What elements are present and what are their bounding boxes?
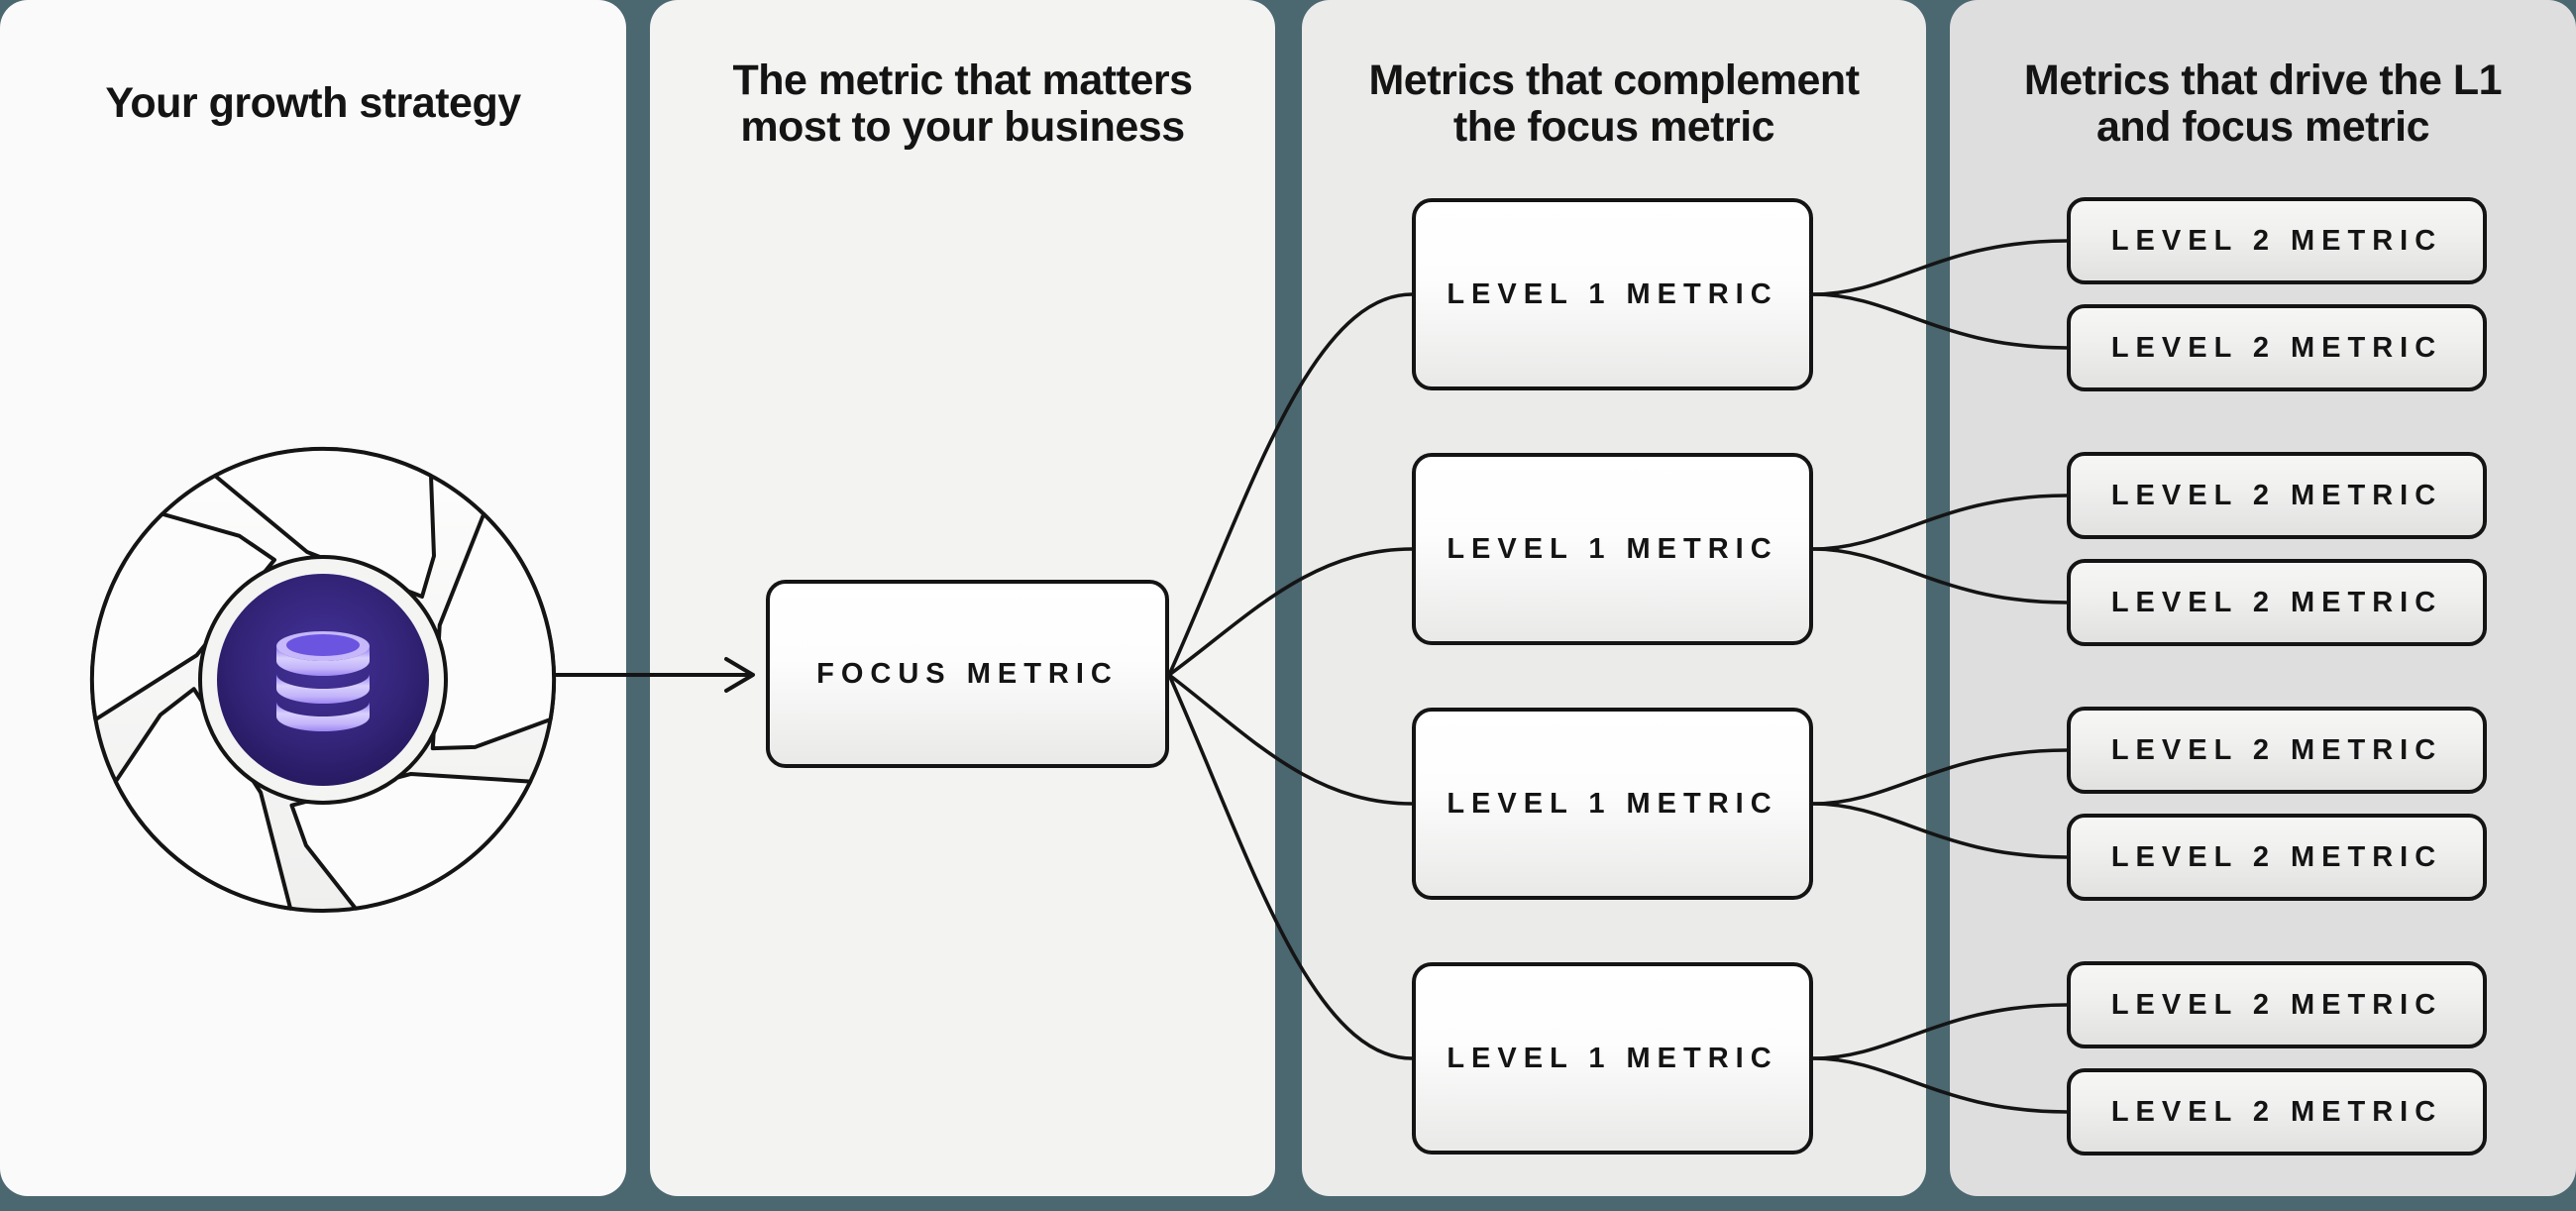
level2-metric-label: LEVEL 2 METRIC xyxy=(2110,733,2443,766)
focus-metric-label: FOCUS METRIC xyxy=(816,657,1119,690)
level2-metric-label: LEVEL 2 METRIC xyxy=(2110,988,2443,1021)
level1-metric-box: LEVEL 1 METRIC xyxy=(1412,962,1813,1155)
title-line: The metric that matters xyxy=(732,55,1193,104)
level2-metric-label: LEVEL 2 METRIC xyxy=(2110,1095,2443,1128)
level1-metric-box: LEVEL 1 METRIC xyxy=(1412,453,1813,645)
level1-metric-label: LEVEL 1 METRIC xyxy=(1447,277,1778,310)
level1-metric-box: LEVEL 1 METRIC xyxy=(1412,198,1813,390)
title-line: Metrics that complement xyxy=(1368,55,1860,104)
level2-metric-box: LEVEL 2 METRIC xyxy=(2067,961,2487,1048)
title-line: Your growth strategy xyxy=(105,79,521,128)
level2-metric-label: LEVEL 2 METRIC xyxy=(2110,224,2443,257)
level2-metric-label: LEVEL 2 METRIC xyxy=(2110,586,2443,618)
level2-metric-box: LEVEL 2 METRIC xyxy=(2067,707,2487,794)
aperture-blades xyxy=(89,446,557,911)
curves-l1-to-l2 xyxy=(1812,239,2068,1114)
arrow-flywheel-to-focus xyxy=(556,657,755,693)
flywheel-hub-core xyxy=(217,574,429,786)
title-line: Metrics that drive the L1 xyxy=(2023,55,2503,104)
level2-metric-label: LEVEL 2 METRIC xyxy=(2110,840,2443,873)
title-line: and focus metric xyxy=(2095,103,2430,151)
level2-metric-box: LEVEL 2 METRIC xyxy=(2067,304,2487,391)
title-line: most to your business xyxy=(740,103,1185,151)
level2-metric-label: LEVEL 2 METRIC xyxy=(2110,479,2443,511)
level2-metric-box: LEVEL 2 METRIC xyxy=(2067,452,2487,539)
panel-level1-metrics-title: Metrics that complement the focus metric xyxy=(1302,50,1926,159)
focus-metric-box: FOCUS METRIC xyxy=(766,580,1169,768)
title-line: the focus metric xyxy=(1452,103,1775,151)
level2-metric-label: LEVEL 2 METRIC xyxy=(2110,331,2443,364)
level1-metric-label: LEVEL 1 METRIC xyxy=(1447,1042,1778,1074)
level1-metric-label: LEVEL 1 METRIC xyxy=(1447,787,1778,820)
database-icon xyxy=(276,631,370,731)
level2-metric-box: LEVEL 2 METRIC xyxy=(2067,814,2487,901)
growth-flywheel-icon xyxy=(89,446,557,913)
panel-focus-metric-title: The metric that matters most to your bus… xyxy=(650,50,1275,159)
panel-growth-strategy-title: Your growth strategy xyxy=(0,50,626,159)
level1-metric-label: LEVEL 1 METRIC xyxy=(1447,532,1778,565)
panel-level2-metrics-title: Metrics that drive the L1 and focus metr… xyxy=(1950,50,2576,159)
curves-focus-to-l1 xyxy=(1167,292,1413,1060)
panel-focus-metric: The metric that matters most to your bus… xyxy=(650,0,1275,1196)
level2-metric-box: LEVEL 2 METRIC xyxy=(2067,1068,2487,1156)
level1-metric-box: LEVEL 1 METRIC xyxy=(1412,708,1813,900)
level2-metric-box: LEVEL 2 METRIC xyxy=(2067,559,2487,646)
level2-metric-box: LEVEL 2 METRIC xyxy=(2067,197,2487,284)
